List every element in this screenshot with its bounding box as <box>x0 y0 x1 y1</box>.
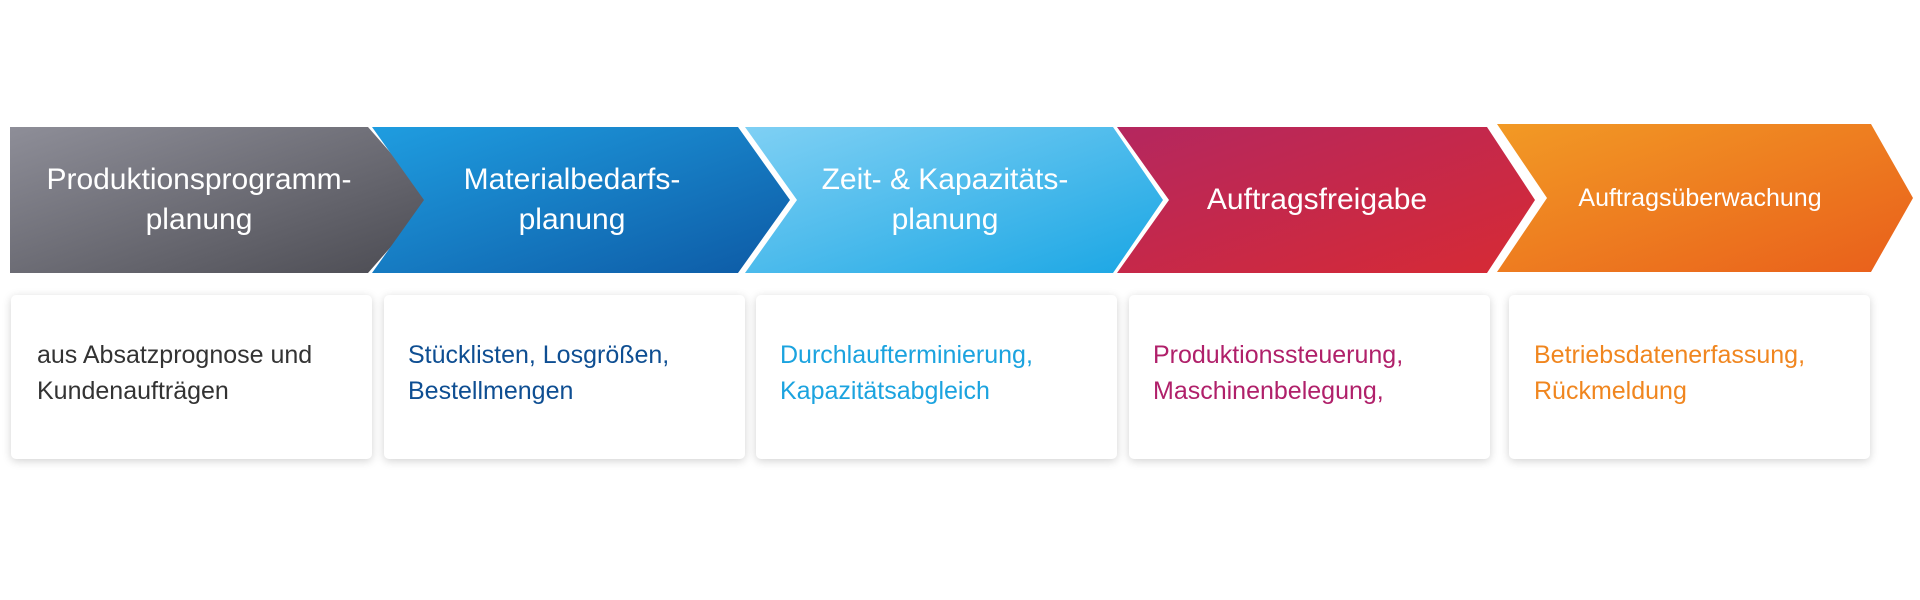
description-card-4: Produktionssteuerung, Maschinenbelegung, <box>1129 295 1490 459</box>
step-4-desc-line1: Produktionssteuerung, <box>1153 341 1404 369</box>
step-3-title-line1: Zeit- & Kapazitäts- <box>821 163 1069 196</box>
step-5-desc-line1: Betriebsdatenerfassung, <box>1534 341 1806 369</box>
description-card-3: Durchlaufterminierung, Kapazitätsabgleic… <box>756 295 1117 459</box>
step-4-desc-line2: Maschinenbelegung, <box>1153 377 1384 405</box>
step-4-title-line1: Auftragsfreigabe <box>1206 183 1428 216</box>
step-3-desc-line1: Durchlaufterminierung, <box>780 341 1033 369</box>
description-text-2: Stücklisten, Losgrößen, Bestellmengen <box>408 337 721 409</box>
step-1-desc-line2: Kundenaufträgen <box>37 377 229 405</box>
chevron-step-5: Auftragsüberwachung <box>1497 124 1913 272</box>
step-2-title-line1: Materialbedarfs- <box>463 163 681 196</box>
step-3-title-line2: planung <box>891 203 999 236</box>
chevron-shape-1 <box>10 127 432 273</box>
description-card-1: aus Absatzprognose und Kundenaufträgen <box>11 295 372 459</box>
chevron-step-1: Produktionsprogramm- planung <box>10 127 432 273</box>
step-5-title-line1: Auftragsüberwachung <box>1578 184 1822 212</box>
description-text-5: Betriebsdatenerfassung, Rückmeldung <box>1534 337 1846 409</box>
step-1-title-line2: planung <box>145 203 253 236</box>
chevron-label-3: Zeit- & Kapazitäts- planung <box>775 127 1115 273</box>
description-card-2: Stücklisten, Losgrößen, Bestellmengen <box>384 295 745 459</box>
step-1-desc-line1: aus Absatzprognose und <box>37 341 313 369</box>
description-text-3: Durchlaufterminierung, Kapazitätsabgleic… <box>780 337 1093 409</box>
chevron-shape-2 <box>372 127 790 273</box>
chevron-label-5: Auftragsüberwachung <box>1525 124 1875 272</box>
chevron-shape-3 <box>745 127 1163 273</box>
chevron-label-1: Produktionsprogramm- planung <box>10 127 388 273</box>
chevron-step-3: Zeit- & Kapazitäts- planung <box>745 127 1163 273</box>
step-2-desc-line1: Stücklisten, Losgrößen, <box>408 341 670 369</box>
step-3-desc-line2: Kapazitätsabgleich <box>780 377 990 405</box>
description-card-5: Betriebsdatenerfassung, Rückmeldung <box>1509 295 1870 459</box>
description-text-4: Produktionssteuerung, Maschinenbelegung, <box>1153 337 1466 409</box>
chevron-label-4: Auftragsfreigabe <box>1147 127 1487 273</box>
description-text-1: aus Absatzprognose und Kundenaufträgen <box>37 337 348 409</box>
chevron-shape-5 <box>1497 124 1913 272</box>
step-2-title-line2: planung <box>518 203 626 236</box>
chevron-step-4: Auftragsfreigabe <box>1117 127 1535 273</box>
step-2-desc-line2: Bestellmengen <box>408 377 574 405</box>
step-5-desc-line2: Rückmeldung <box>1534 377 1687 405</box>
chevron-label-2: Materialbedarfs- planung <box>402 127 742 273</box>
chevron-step-2: Materialbedarfs- planung <box>372 127 790 273</box>
chevron-shape-4 <box>1117 127 1535 273</box>
step-1-title-line1: Produktionsprogramm- <box>46 163 352 196</box>
